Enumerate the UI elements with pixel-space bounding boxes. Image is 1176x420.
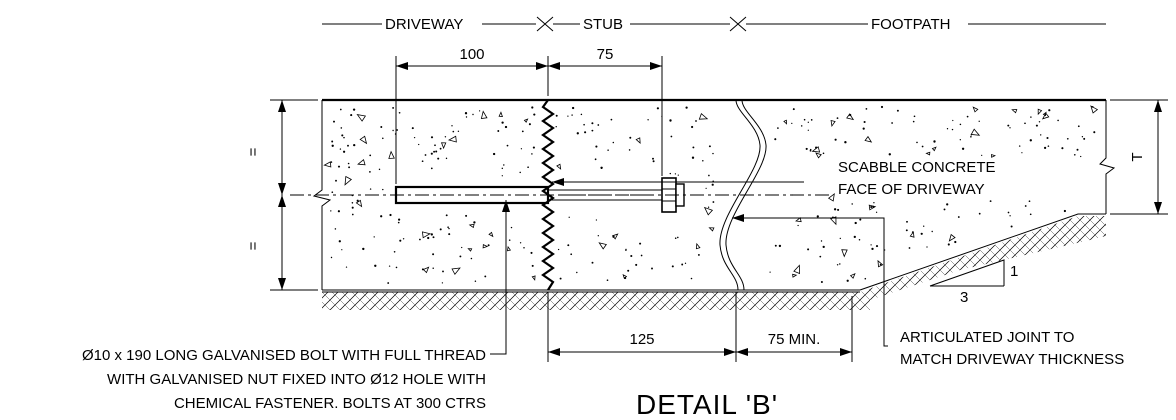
galvanised-bolt: [290, 177, 830, 213]
joint-note-line1: ARTICULATED JOINT TO: [900, 329, 1074, 346]
ground-hatching: [322, 216, 1106, 310]
dim-stub-75: 75: [597, 46, 614, 63]
zone-labels: DRIVEWAY STUB FOOTPATH: [322, 16, 1106, 33]
equal-upper: =: [245, 147, 262, 156]
bolt-note-line3: CHEMICAL FASTENER. BOLTS AT 300 CTRS: [174, 395, 486, 412]
slab-taper-underside: [859, 213, 1106, 291]
joint-note: ARTICULATED JOINT TO MATCH DRIVEWAY THIC…: [732, 214, 1124, 368]
thickness-t: T: [1129, 152, 1146, 161]
slope-run: 3: [960, 289, 968, 306]
left-break-line: [312, 100, 332, 290]
dim-stub-125: 125: [629, 331, 654, 348]
zone-stub-label: STUB: [583, 16, 623, 33]
equal-split-dimension: = =: [245, 99, 318, 291]
articulated-joint: [719, 99, 767, 291]
slope-rise: 1: [1010, 263, 1018, 280]
dim-75-min: 75 MIN.: [768, 331, 821, 348]
joint-note-line2: MATCH DRIVEWAY THICKNESS: [900, 351, 1124, 368]
bottom-dimensions: 125 75 MIN.: [547, 292, 853, 362]
scabble-note-line1: SCABBLE CONCRETE: [838, 159, 996, 176]
thickness-dimension: T: [1110, 99, 1168, 215]
zone-driveway-label: DRIVEWAY: [385, 16, 463, 33]
scabble-note-line2: FACE OF DRIVEWAY: [838, 181, 985, 198]
right-break-line: [1099, 100, 1116, 214]
detail-title: DETAIL 'B': [636, 389, 778, 420]
dim-driveway-100: 100: [459, 46, 484, 63]
bolt-note-line2: WITH GALVANISED NUT FIXED INTO Ø12 HOLE …: [107, 371, 486, 388]
slope-ratio: 1 3: [929, 259, 1018, 306]
equal-lower: =: [245, 241, 262, 250]
top-dimensions: 100 75: [395, 46, 663, 184]
bolt-note: Ø10 x 190 LONG GALVANISED BOLT WITH FULL…: [82, 200, 510, 412]
zone-footpath-label: FOOTPATH: [871, 16, 950, 33]
concrete-slab: [312, 98, 1116, 291]
scabble-note: SCABBLE CONCRETE FACE OF DRIVEWAY: [552, 159, 996, 198]
bolt-note-line1: Ø10 x 190 LONG GALVANISED BOLT WITH FULL…: [82, 347, 486, 364]
